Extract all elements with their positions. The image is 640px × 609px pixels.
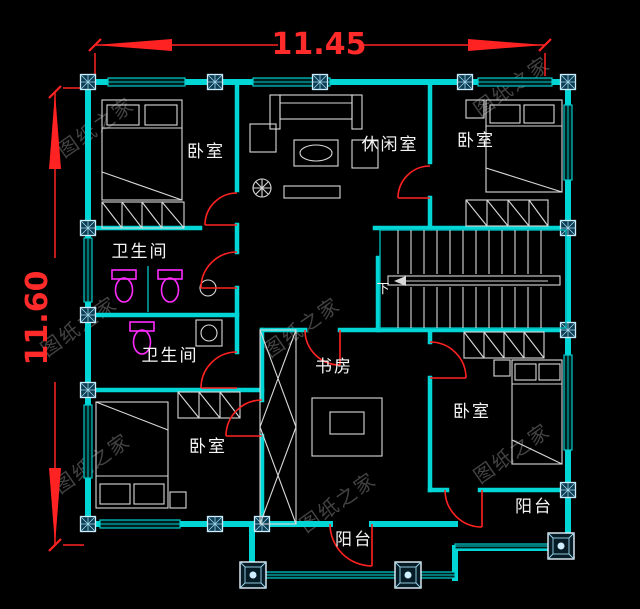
arrow-right-icon	[468, 39, 545, 51]
room-label-bathroom-lower: 卫生间	[142, 346, 199, 366]
bathroom-upper-fixtures	[111, 266, 217, 312]
pillow	[514, 363, 537, 381]
pillow	[489, 104, 521, 124]
pillow	[106, 104, 140, 126]
furniture-bedroom-bottom-left	[95, 391, 241, 509]
ornate-column-symbol	[239, 561, 267, 589]
room-label-balcony-center: 阳台	[335, 530, 373, 550]
furniture-bedroom-top-left	[101, 99, 185, 229]
arrow-down-icon	[49, 468, 61, 545]
column-symbol	[559, 321, 577, 339]
pillow	[99, 483, 131, 505]
sofa-arm	[351, 94, 363, 130]
windows	[83, 77, 573, 579]
bed	[485, 99, 563, 193]
desk-monitor	[329, 411, 365, 435]
column-symbol	[206, 73, 224, 91]
furniture-bedroom-bottom-right	[463, 331, 563, 465]
washer	[195, 319, 223, 347]
stair-steps	[397, 230, 542, 328]
dimension-width-value: 11.45	[272, 27, 367, 62]
room-label-bedroom-top-left: 卧室	[187, 142, 225, 162]
shaft-x-brace	[259, 329, 297, 525]
column-symbol	[79, 219, 97, 237]
pillow	[538, 363, 561, 381]
pillow	[144, 104, 178, 126]
furniture-leisure-room	[249, 94, 379, 199]
column-symbol	[79, 515, 97, 533]
column-symbol	[559, 219, 577, 237]
nightstand	[493, 359, 511, 377]
watermark-text: 图纸之家	[259, 292, 345, 362]
furniture-bedroom-top-right	[465, 99, 563, 227]
door-arc	[329, 523, 373, 567]
wardrobe	[177, 391, 241, 419]
door-arc	[444, 489, 483, 528]
column-symbol	[311, 73, 329, 91]
door-arc	[200, 251, 238, 289]
coffee-table	[293, 139, 339, 167]
door-arc	[204, 192, 238, 226]
column-symbol	[79, 306, 97, 324]
bed	[511, 359, 563, 465]
stair-down-label: 下	[376, 282, 389, 297]
armchair	[351, 139, 379, 169]
furniture-study	[311, 397, 383, 457]
room-label-bedroom-top-right: 卧室	[457, 131, 495, 151]
wardrobe	[465, 199, 549, 227]
ornate-columns	[239, 532, 575, 589]
sofa-arm	[269, 94, 281, 130]
toilet-symbol	[157, 269, 183, 303]
staircase: 下	[376, 229, 567, 329]
nightstand	[169, 491, 187, 509]
room-label-study: 书房	[315, 357, 353, 377]
room-label-bathroom-upper: 卫生间	[112, 242, 169, 262]
room-labels: 卧室 休闲室 卧室 卫生间 卫生间 书房 卧室 卧室 阳台 阳台	[112, 131, 553, 550]
interior-walls	[85, 79, 571, 527]
column-symbol	[79, 381, 97, 399]
room-label-leisure-room: 休闲室	[362, 135, 419, 155]
arrow-left-icon	[95, 39, 172, 51]
sofa	[279, 94, 353, 120]
door-arc	[225, 399, 263, 437]
tv-cabinet	[283, 185, 341, 199]
ornate-column-symbol	[547, 532, 575, 560]
dimension-height-value: 11.60	[20, 271, 55, 366]
nightstand	[465, 99, 485, 119]
room-label-bedroom-bottom-right: 卧室	[453, 402, 491, 422]
watermark-text: 图纸之家	[53, 92, 139, 162]
dimension-left: 11.60	[20, 85, 84, 552]
wardrobe	[101, 201, 185, 229]
door-swings	[200, 165, 483, 567]
room-label-bedroom-bottom-left: 卧室	[189, 437, 227, 457]
door-arc	[200, 351, 238, 389]
bed	[101, 99, 183, 201]
door-arc	[397, 165, 431, 199]
column-symbol	[456, 73, 474, 91]
column-symbol	[206, 515, 224, 533]
armchair	[249, 123, 277, 153]
bathroom-lower-fixtures	[129, 319, 223, 355]
ornate-column-symbol	[394, 561, 422, 589]
stair-handrail	[387, 275, 561, 286]
stair-direction-arrow-icon	[394, 276, 406, 286]
pillow	[133, 483, 165, 505]
desk	[311, 397, 383, 457]
toilet-symbol	[111, 269, 137, 303]
door-arc	[429, 341, 467, 379]
bed	[95, 401, 169, 509]
door-arc	[304, 329, 341, 366]
pillow	[523, 104, 555, 124]
column-symbol	[559, 481, 577, 499]
column-symbol	[559, 73, 577, 91]
room-label-balcony-right: 阳台	[515, 497, 553, 517]
dimension-top: 11.45	[88, 27, 552, 76]
arrow-up-icon	[49, 92, 61, 169]
column-symbol	[79, 73, 97, 91]
